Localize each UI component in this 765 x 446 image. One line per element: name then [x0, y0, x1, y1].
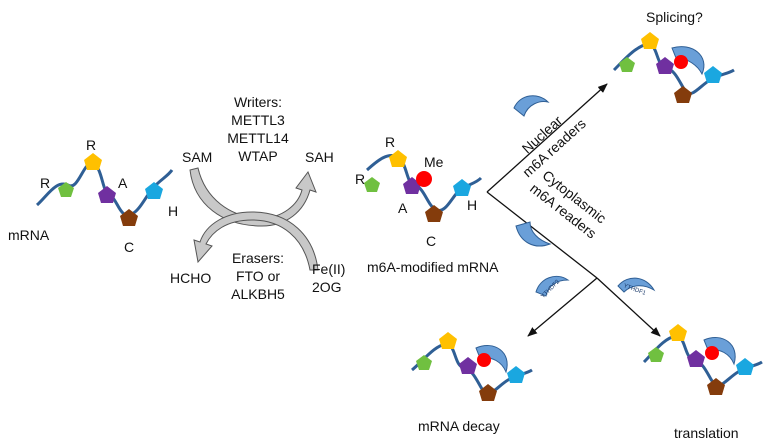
methyl-group — [705, 346, 719, 360]
pentagon-green — [648, 347, 664, 362]
pentagon-green — [364, 177, 380, 192]
pentagon-green — [58, 182, 74, 197]
pentagon-blue — [704, 66, 722, 83]
pentagon-green — [416, 355, 432, 370]
methyl-group — [477, 353, 491, 367]
mrna-molecule: R R A H C mRNA — [8, 137, 178, 255]
pentagon-yellow — [669, 324, 687, 341]
og-label: 2OG — [312, 279, 342, 295]
pentagon-yellow — [389, 150, 407, 167]
sah-label: SAH — [305, 149, 334, 165]
pentagon-brown — [120, 209, 138, 226]
pentagon-brown — [425, 205, 443, 222]
pentagon-brown — [707, 378, 725, 395]
modified-base-c: C — [426, 233, 436, 249]
mrna-label: mRNA — [8, 227, 50, 243]
pentagon-yellow — [439, 332, 457, 349]
pentagon-purple — [687, 350, 705, 367]
modified-base-r1: R — [385, 134, 395, 150]
pentagon-blue — [736, 358, 754, 375]
sam-label: SAM — [182, 149, 212, 165]
modified-base-h: H — [467, 197, 477, 213]
mrna-base-r1: R — [40, 175, 50, 191]
mrna-base-r2: R — [86, 137, 96, 153]
decay-label: mRNA decay — [418, 418, 500, 434]
cytoplasmic-readers-label: Cytoplasmic m6A readers — [527, 167, 609, 242]
methyl-group — [416, 171, 432, 187]
methyl-group — [674, 55, 688, 69]
erasers-title: Erasers: — [232, 250, 284, 266]
cytoplasmic-arrow — [486, 191, 598, 279]
pentagon-blue — [507, 366, 525, 383]
pentagon-yellow — [641, 32, 659, 49]
pentagon-brown — [479, 384, 497, 401]
mrna-base-c: C — [124, 239, 134, 255]
pentagon-brown — [674, 86, 692, 103]
decay-arrow — [527, 277, 598, 337]
mrna-base-h: H — [168, 203, 178, 219]
translation-molecule: translation — [642, 324, 763, 441]
nuclear-arrow — [486, 83, 608, 193]
eraser-fto: FTO or — [236, 268, 280, 284]
nuclear-reader-crescent — [513, 95, 550, 117]
ythdf1-reader: YTHDF1 — [617, 277, 656, 297]
pentagon-blue — [453, 179, 471, 196]
pentagon-purple — [459, 357, 477, 374]
modified-mrna-molecule: R R Me A H C m6A-modified mRNA — [355, 134, 499, 275]
branch-arrows — [486, 83, 661, 337]
reaction-center: Writers: METTL3 METTL14 WTAP SAM SAH Era… — [170, 94, 345, 302]
translation-arrow — [596, 277, 661, 337]
modified-base-a: A — [398, 200, 408, 216]
pentagon-purple — [98, 186, 116, 203]
writer-wtap: WTAP — [238, 148, 277, 164]
modified-base-r2: R — [355, 171, 365, 187]
writer-mettl14: METTL14 — [227, 130, 289, 146]
eraser-alkbh5: ALKBH5 — [231, 286, 285, 302]
pentagon-yellow — [84, 153, 102, 170]
pentagon-purple — [656, 57, 674, 74]
pentagon-blue — [145, 182, 163, 199]
ythdf1-crescent — [617, 277, 656, 293]
mrna-base-a: A — [118, 175, 128, 191]
decay-molecule: mRNA decay — [411, 332, 533, 434]
fe-label: Fe(II) — [312, 261, 345, 277]
ythdf2-reader: YTHDF2 — [535, 276, 570, 300]
splicing-label: Splicing? — [646, 9, 703, 25]
writers-title: Writers: — [234, 94, 282, 110]
hcho-label: HCHO — [170, 270, 211, 286]
modified-label: m6A-modified mRNA — [367, 259, 499, 275]
splicing-molecule: Splicing? — [612, 9, 735, 103]
translation-label: translation — [674, 425, 739, 441]
ythdf2-crescent — [535, 276, 570, 297]
modified-methyl-label: Me — [424, 154, 444, 170]
pentagon-green — [619, 57, 635, 72]
writer-mettl3: METTL3 — [231, 112, 285, 128]
cytoplasmic-reader-crescent — [515, 221, 552, 247]
eraser-arrow — [193, 211, 319, 271]
